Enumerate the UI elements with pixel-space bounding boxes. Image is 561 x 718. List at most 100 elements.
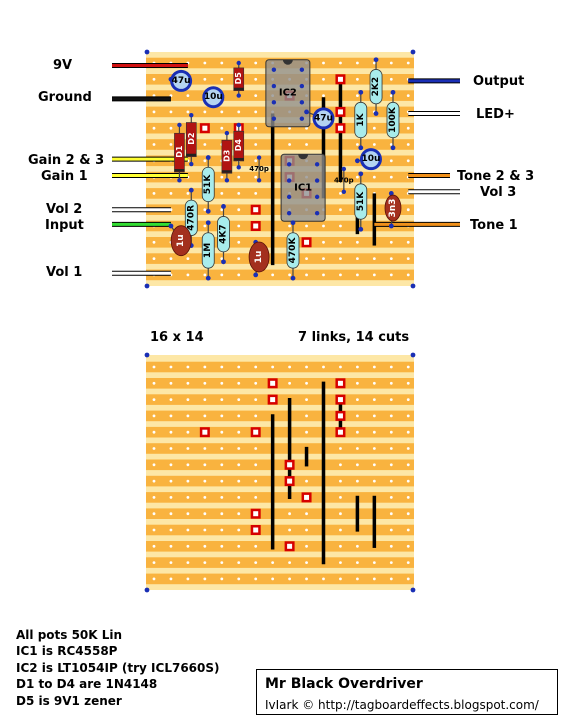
bottom-board-hole [356,430,359,434]
bottom-board-hole [152,414,156,418]
top-board-hole [254,110,258,114]
top-board-copper-strip [146,155,414,167]
bottom-board-hole [220,577,224,581]
bottom-board-hole [152,365,156,369]
track-cut-center [270,397,276,403]
top-board-hole [254,61,258,65]
bottom-board-hole [339,561,342,564]
track-cut-center [202,125,208,131]
resistor-2k2-pin [373,111,379,116]
bottom-board-hole [186,447,190,450]
cap-47u-b [315,110,332,127]
top-board-hole [254,94,258,97]
bottom-board-copper-strip [146,361,414,373]
bottom-board-hole [389,447,393,450]
top-board-hole [389,61,393,65]
track-cut-center [253,207,259,213]
top-board-hole [237,257,241,260]
top-board-hole [356,273,359,277]
diode-d3-band [221,170,232,173]
bottom-board-hole [152,544,156,548]
bottom-board-hole [356,479,359,483]
top-board-hole [203,143,207,146]
bottom-board-hole [389,577,393,581]
bottom-board-hole [406,430,410,434]
top-board-hole [254,77,258,81]
resistor-2k2-pin [373,57,379,63]
bottom-board-hole [220,544,224,548]
top-board-hole [389,159,393,163]
bottom-board-hole [339,496,342,499]
top-board-hole [406,257,410,260]
bottom-board-hole [372,398,376,401]
top-board-hole [220,192,224,195]
top-board-hole [406,61,410,65]
top-board-hole [152,77,156,81]
track-cut-center [304,494,310,500]
resistor-470k [286,232,300,269]
bottom-board-hole [220,447,224,450]
bottom-board-hole [389,544,393,548]
bottom-board-hole [339,577,342,581]
bottom-board-hole [305,577,308,581]
build-notes: All pots 50K Lin IC1 is RC4558P IC2 is L… [16,627,220,709]
bottom-board-hole [203,365,207,369]
track-cut-center [287,462,293,468]
title: Mr Black Overdriver [265,676,423,692]
bottom-board-copper-strip [146,443,414,454]
bottom-board-hole [406,479,410,483]
bottom-board-hole [305,528,308,532]
label-ground: Ground [38,90,92,105]
top-board-copper-strip [146,171,414,183]
track-cut-center [287,478,293,484]
board-corner-dot [144,49,150,55]
cap-1u-a-pin [168,223,174,229]
cap-10u-b [362,151,379,168]
ic2-chip-pin [271,67,277,72]
bottom-board-hole [186,528,190,532]
bottom-board-hole [305,512,308,516]
top-board-hole [169,126,173,130]
ic1-chip-pin [314,194,320,200]
bottom-board-hole [152,463,156,467]
top-board-hole [356,77,359,81]
bottom-board-hole [237,381,241,385]
top-board-copper-strip [146,237,414,248]
top-board-hole [322,273,325,277]
top-board-hole [237,224,241,228]
bottom-board-hole [169,381,173,385]
resistor-1m [201,232,215,269]
bottom-board-hole [389,365,393,369]
bottom-board-hole [220,512,224,516]
bottom-board-hole [305,561,308,564]
track-cut-center [304,239,310,245]
bottom-board-hole [152,496,156,499]
diode-d2-label: D2 [187,133,196,145]
bottom-board-hole [406,365,410,369]
bottom-board-hole [237,365,241,369]
bottom-board-hole [169,447,173,450]
bottom-board-hole [152,447,156,450]
bottom-board-hole [356,381,359,385]
top-board-hole [305,257,308,260]
resistor-470r [184,199,198,236]
diode-d1-label: D1 [175,145,184,158]
top-board-hole [152,192,156,195]
bottom-board-hole [169,365,173,369]
ic2-chip-pin [271,116,277,121]
top-board-copper-strip [146,139,414,150]
cap-47u-b-pin [304,109,309,115]
bottom-board-hole [288,561,291,564]
cap-470p-b-pin [341,189,347,194]
bottom-board-hole [254,496,258,499]
top-board-hole [389,143,393,146]
label-input: Input [45,218,84,233]
top-board-hole [203,159,207,163]
top-board-hole [406,273,410,277]
cap-1u-b-pin [253,272,259,278]
resistor-100k-pin [390,89,396,95]
label-vol-1: Vol 1 [46,265,83,280]
bottom-board-hole [254,414,258,418]
bottom-board-hole [372,479,376,483]
